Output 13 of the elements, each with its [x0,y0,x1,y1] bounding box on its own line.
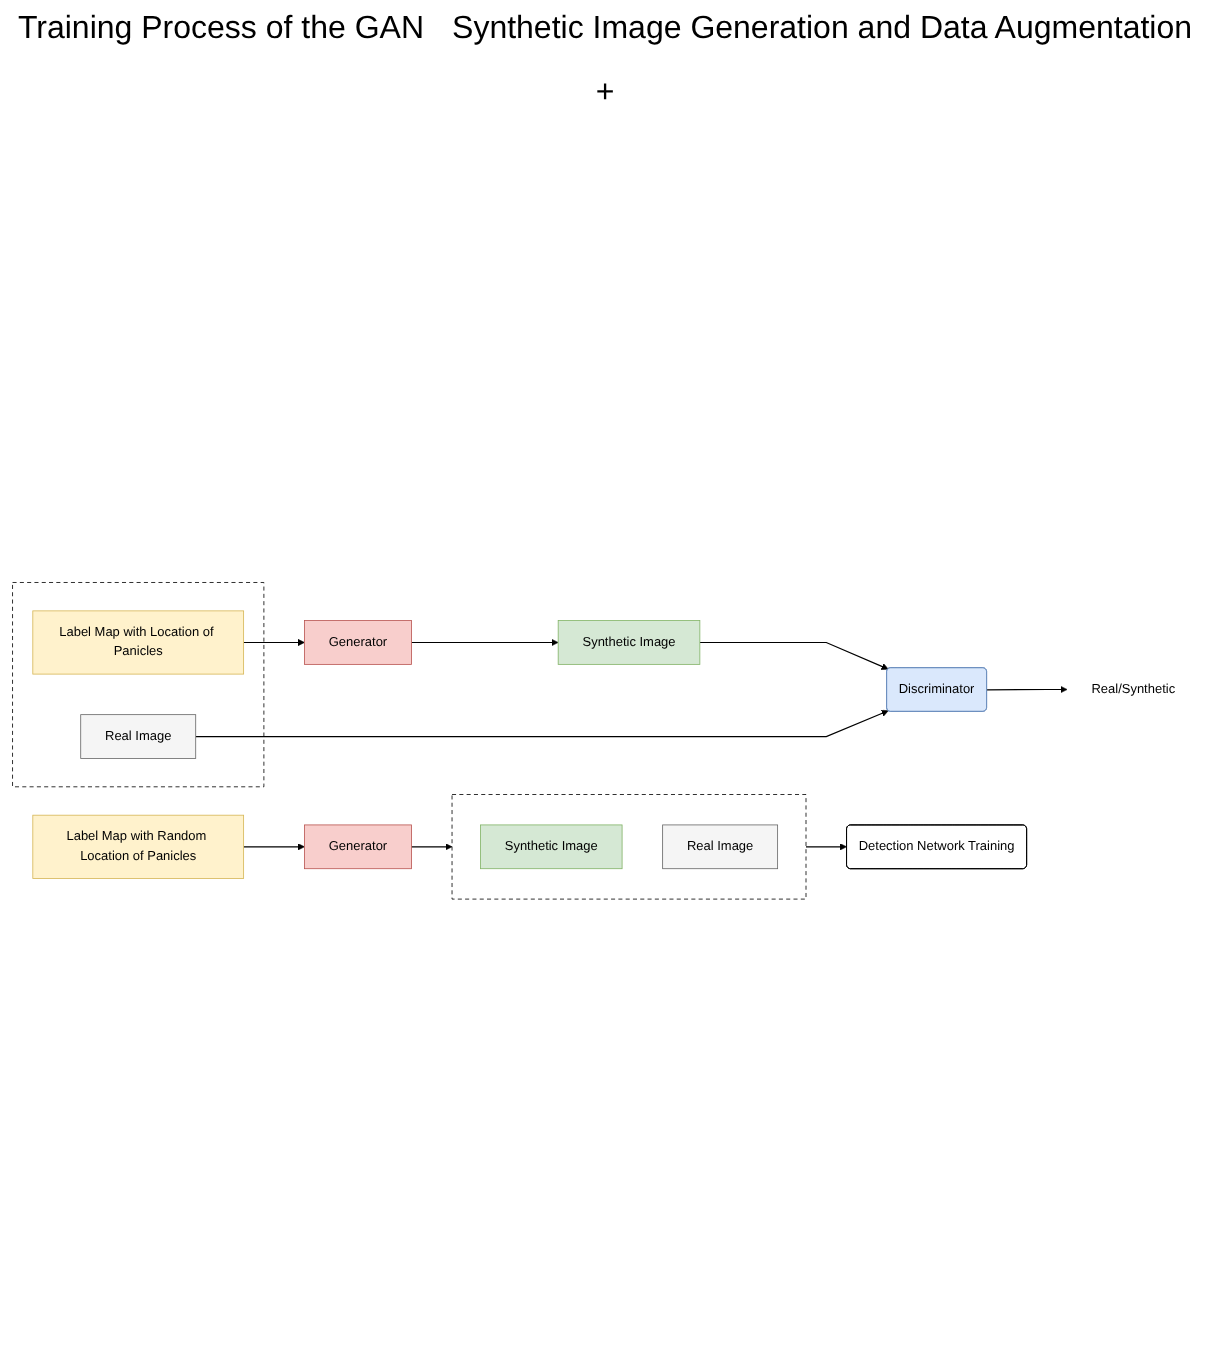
cluster [450,793,806,899]
heading-text: + [595,76,615,112]
heading-text: Synthetic Image Generation and Data Augmentation [452,12,1193,48]
arrow [242,638,304,646]
arrow [804,842,846,850]
arrow [194,709,888,737]
arrow [409,638,558,646]
arrow [242,842,304,850]
arrow [985,685,1067,693]
arrow [409,842,452,850]
arrow [698,641,888,670]
cluster [11,581,264,787]
heading-text: Training Process of the GAN [17,12,425,48]
